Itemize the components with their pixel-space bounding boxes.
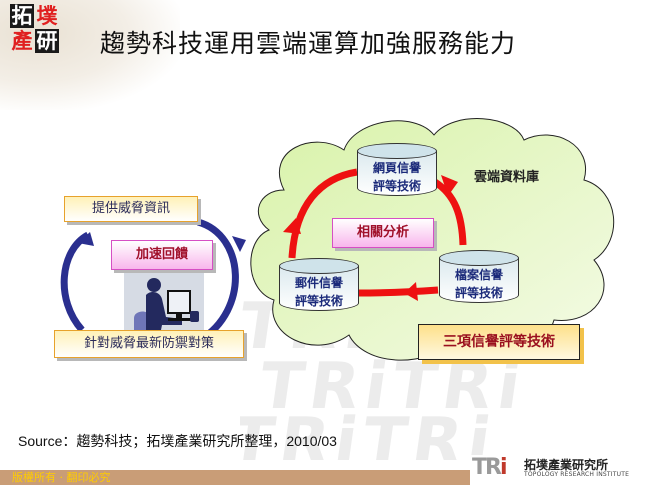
db-label-line1: 檔案信譽 [454, 268, 503, 282]
accelerate-feedback-label: 加速回饋 [111, 240, 213, 270]
logo-char: 研 [35, 29, 59, 53]
logo-char: 產 [11, 29, 33, 53]
page-title: 趨勢科技運用雲端運算加強服務能力 [100, 29, 517, 58]
db-label-line2: 評等技術 [372, 179, 421, 193]
database-web-reputation: 網頁信譽 評等技術 [357, 143, 437, 199]
db-label-line2: 評等技術 [454, 286, 503, 300]
database-file-reputation: 檔案信譽 評等技術 [439, 250, 519, 306]
logo-char: 墣 [36, 4, 58, 28]
latest-defense-strategy-label: 針對威脅最新防禦對策 [54, 330, 244, 358]
org-name-cn: 拓墣產業研究所 [524, 458, 609, 472]
db-label-line2: 評等技術 [294, 294, 343, 308]
db-label-line1: 郵件信譽 [294, 276, 343, 290]
correlation-analysis-label: 相關分析 [332, 218, 434, 248]
tri-institute-logo: TRi 拓墣產業研究所 TOPOLOGY RESEARCH INSTITUTE [470, 455, 650, 485]
database-email-reputation: 郵件信譽 評等技術 [279, 258, 359, 314]
source-citation: Source：趨勢科技；拓墣產業研究所整理，2010/03 [18, 433, 337, 449]
copyright-notice: 版權所有 ‧ 翻印必究 [12, 471, 111, 484]
tri-mark: TRi [472, 455, 507, 480]
cloud-database-label: 雲端資料庫 [474, 170, 540, 185]
db-label-line1: 網頁信譽 [372, 161, 421, 175]
three-reputation-technologies-label: 三項信譽評等技術 [418, 324, 580, 360]
provide-threat-info-label: 提供威脅資訊 [64, 196, 198, 222]
tri-logo-badge: 拓 墣 產 研 [10, 4, 60, 54]
org-name-en: TOPOLOGY RESEARCH INSTITUTE [524, 471, 630, 478]
logo-char: 拓 [10, 4, 34, 28]
